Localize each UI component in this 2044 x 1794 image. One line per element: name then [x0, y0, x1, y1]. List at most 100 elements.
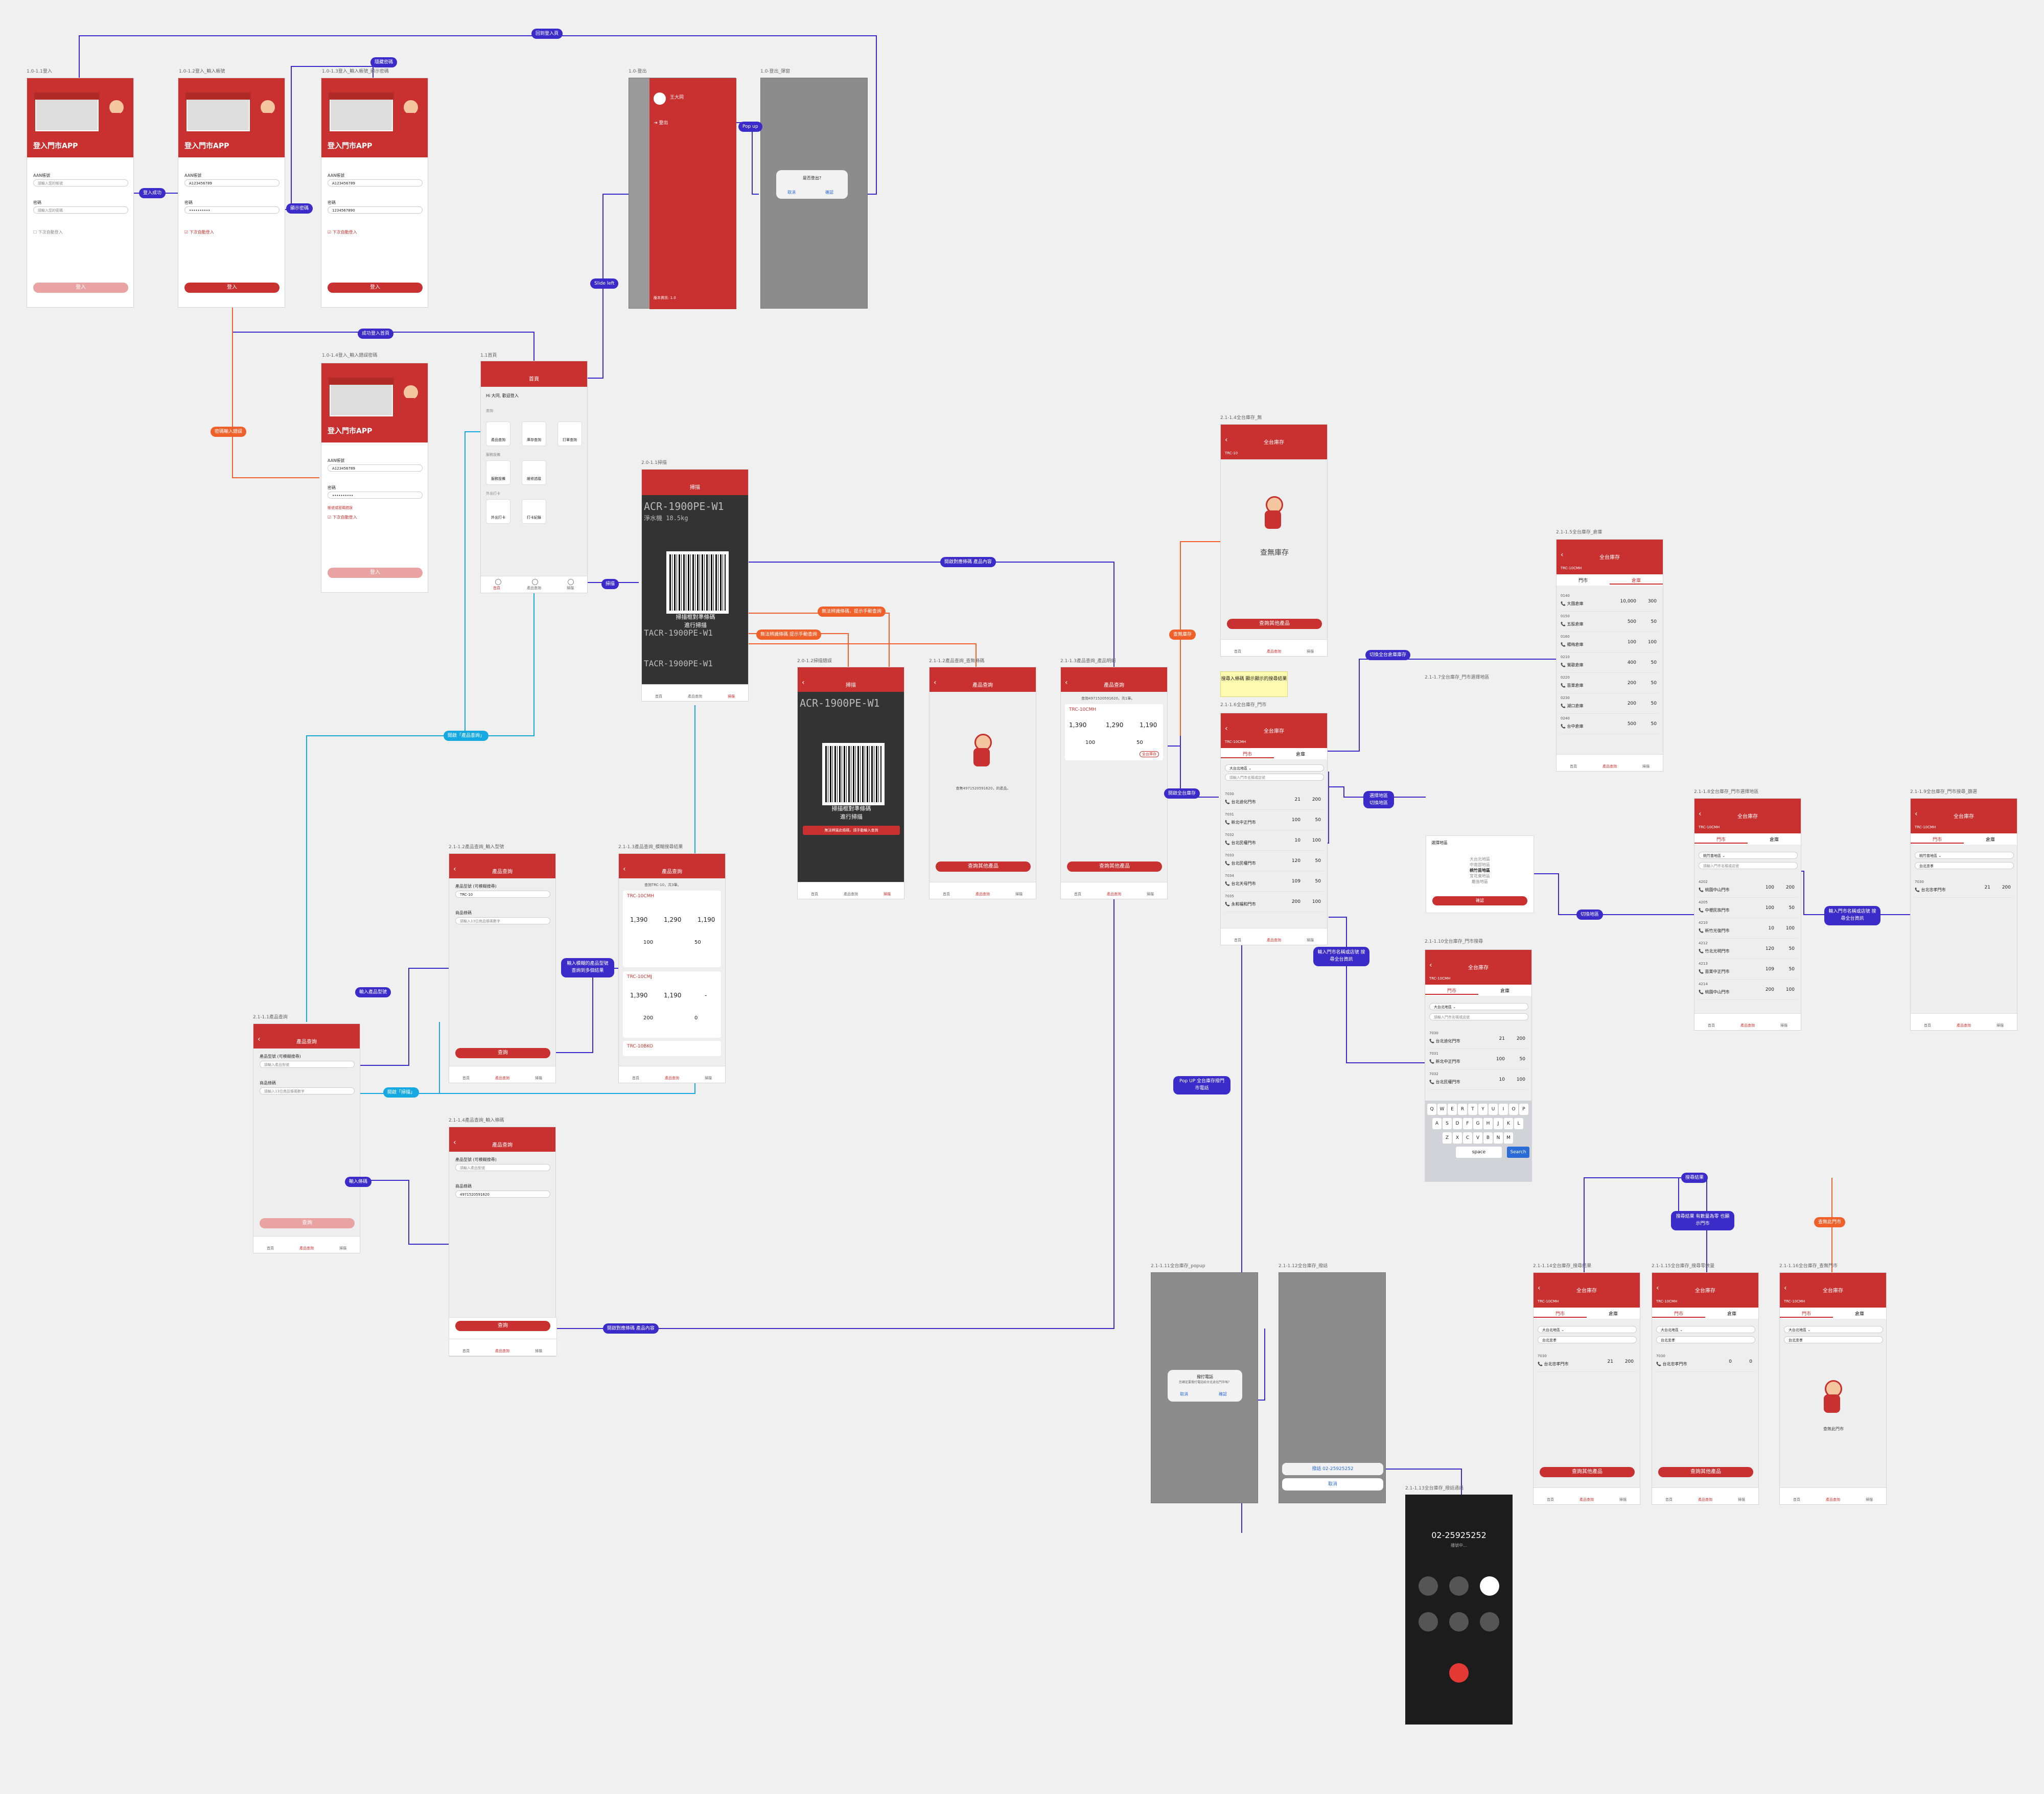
repair-tile[interactable]: 維修追蹤: [522, 460, 546, 485]
dialog-ok-button[interactable]: 確認: [825, 190, 833, 195]
tab-store[interactable]: 門市: [1911, 836, 1964, 844]
keypad-icon[interactable]: [1449, 1576, 1469, 1596]
region-select[interactable]: 大台北地區 ⌄: [1656, 1326, 1755, 1333]
tab-scan[interactable]: 掃描: [1642, 764, 1650, 768]
tab-product[interactable]: 產品查詢: [495, 1076, 509, 1080]
tab-product[interactable]: 產品查詢: [975, 892, 990, 896]
tab-product[interactable]: 產品查詢: [495, 1349, 509, 1353]
tab-product[interactable]: 產品查詢: [844, 892, 858, 896]
dialog-cancel-button[interactable]: 取消: [787, 190, 796, 195]
dial-cancel-button[interactable]: 取消: [1282, 1478, 1383, 1490]
region-select[interactable]: 大台北地區 ⌄: [1225, 764, 1324, 772]
tab-scan[interactable]: 掃描: [1996, 1023, 2004, 1028]
record-tile[interactable]: 打卡紀錄: [522, 499, 546, 524]
tab-home[interactable]: 首頁: [811, 892, 818, 896]
store-search-input[interactable]: 請輸入門市名稱或店號: [1429, 1013, 1528, 1020]
tab-store[interactable]: 門市: [1780, 1310, 1833, 1318]
speaker-icon[interactable]: [1480, 1576, 1499, 1596]
tab-warehouse[interactable]: 倉庫: [1727, 1312, 1736, 1317]
tab-warehouse[interactable]: 倉庫: [1985, 837, 1995, 843]
tab-home[interactable]: 首頁: [943, 892, 950, 896]
mute-icon[interactable]: [1419, 1576, 1438, 1596]
tab-product[interactable]: 產品查詢: [688, 694, 702, 698]
tab-home[interactable]: 首頁: [1234, 649, 1241, 654]
barcode-input[interactable]: 請輸入13位商品條碼數字: [455, 917, 550, 924]
remember-checkbox[interactable]: ☑ 下次自動登入: [328, 515, 357, 520]
tab-scan[interactable]: 掃描: [535, 1349, 542, 1353]
account-input[interactable]: A123456789: [328, 464, 423, 472]
tab-store[interactable]: 門市: [1694, 836, 1748, 844]
region-select[interactable]: 大台北地區 ⌄: [1784, 1326, 1883, 1333]
product-card[interactable]: TRC-10CMH 1,390 1,290 1,190 100 50: [623, 891, 721, 967]
tab-store[interactable]: 門市: [1534, 1310, 1587, 1318]
tab-scan[interactable]: 掃描: [1619, 1498, 1627, 1502]
region-select[interactable]: 大台北地區 ⌄: [1429, 1003, 1528, 1010]
tab-scan[interactable]: 掃描: [339, 1246, 346, 1250]
order-query-tile[interactable]: 訂單查詢: [558, 422, 582, 446]
query-other-button[interactable]: 查詢其他產品: [1540, 1467, 1635, 1477]
tab-product[interactable]: 產品查詢: [1267, 649, 1281, 654]
query-other-button[interactable]: 查詢其他產品: [1658, 1467, 1753, 1477]
store-search-input[interactable]: 台北忠孝: [1784, 1336, 1883, 1343]
tab-home[interactable]: 首頁: [267, 1246, 274, 1250]
hang-up-icon[interactable]: [1449, 1663, 1469, 1683]
tab-warehouse[interactable]: 倉庫: [1500, 989, 1509, 994]
password-input[interactable]: ••••••••••: [184, 206, 280, 214]
account-input[interactable]: A123456789: [184, 179, 280, 187]
tab-scan[interactable]: 掃描: [1015, 892, 1023, 896]
tab-product[interactable]: 產品查詢: [1107, 892, 1121, 896]
tab-product[interactable]: 產品查詢: [1580, 1498, 1594, 1502]
store-search-input[interactable]: 請輸入門市名稱或店號: [1699, 862, 1798, 869]
confirm-button[interactable]: 確認: [1432, 896, 1527, 905]
remember-checkbox[interactable]: ☑ 下次自動登入: [184, 230, 214, 235]
tab-home[interactable]: 首頁: [462, 1349, 470, 1353]
store-search-input[interactable]: 台北忠孝: [1915, 862, 2014, 869]
all-stock-button[interactable]: 全台庫存: [1140, 751, 1159, 757]
dialog-cancel-button[interactable]: 取消: [1180, 1392, 1188, 1396]
tab-product[interactable]: 產品查詢: [1267, 938, 1281, 942]
tab-scan[interactable]: 掃描: [567, 586, 574, 590]
facetime-icon[interactable]: [1449, 1612, 1469, 1632]
tab-home[interactable]: 首頁: [655, 694, 662, 698]
tab-scan[interactable]: 掃描: [728, 694, 735, 698]
back-icon[interactable]: ‹: [1538, 1284, 1541, 1292]
tab-product[interactable]: 產品查詢: [1957, 1023, 1971, 1028]
back-icon[interactable]: ‹: [623, 865, 626, 873]
dialog-ok-button[interactable]: 確認: [1219, 1392, 1227, 1396]
model-input[interactable]: 請輸入產品型號: [260, 1061, 355, 1068]
query-other-button[interactable]: 查詢其他產品: [1227, 619, 1322, 629]
logout-item[interactable]: ⇥ 登出: [654, 121, 668, 126]
tab-store[interactable]: 門市: [1578, 578, 1588, 584]
tab-scan[interactable]: 掃描: [1738, 1498, 1745, 1502]
dial-button[interactable]: 撥話 02-25925252: [1282, 1463, 1383, 1475]
login-button[interactable]: 登入: [328, 283, 423, 293]
tab-home[interactable]: 首頁: [1665, 1498, 1673, 1502]
query-other-button[interactable]: 查詢其他產品: [1067, 861, 1162, 872]
account-input[interactable]: A123456789: [328, 179, 423, 187]
region-select[interactable]: 桃竹苗地區 ⌄: [1699, 852, 1798, 859]
remember-checkbox[interactable]: ☑ 下次自動登入: [328, 230, 357, 235]
back-icon[interactable]: ‹: [258, 1035, 261, 1043]
query-button[interactable]: 查詢: [455, 1048, 550, 1058]
tab-home[interactable]: 首頁: [1708, 1023, 1715, 1028]
back-icon[interactable]: ‹: [934, 679, 937, 687]
back-icon[interactable]: ‹: [802, 679, 805, 687]
